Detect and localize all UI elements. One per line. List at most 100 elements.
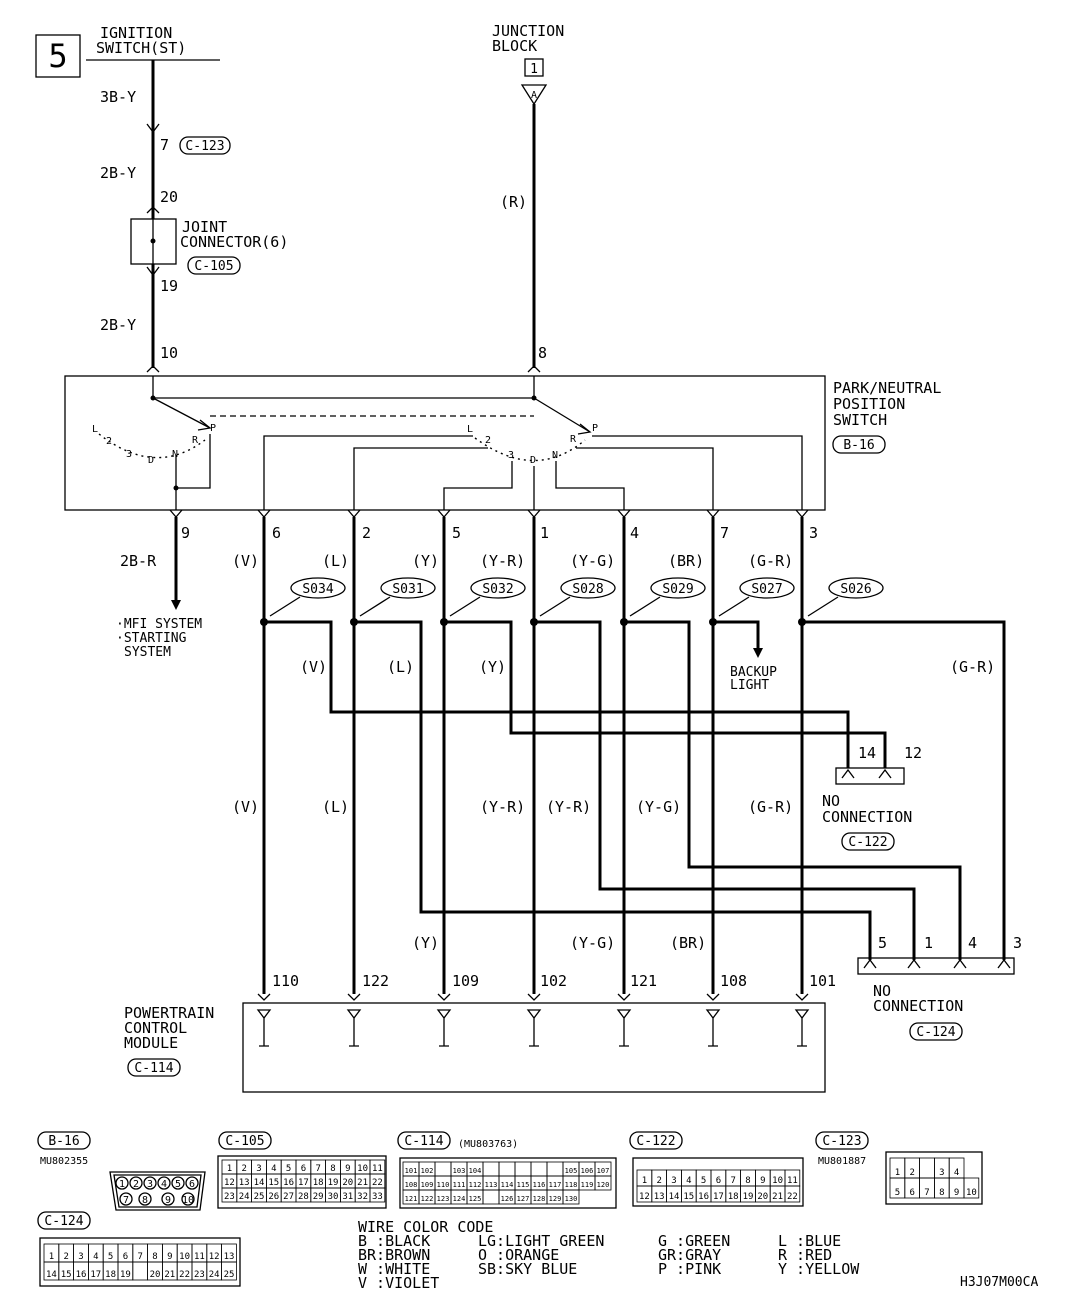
connector-pin-number: 10: [772, 1176, 783, 1186]
connector-pin-number: 18: [105, 1270, 116, 1280]
junction-branch: JUNCTION BLOCK 1 A (R) 8: [492, 22, 564, 373]
connector-pin-number: 29: [313, 1192, 324, 1202]
connector-pin-number: 8: [939, 1188, 944, 1198]
connector-pin-number: 3: [256, 1164, 261, 1174]
connector-pin-number: 5: [108, 1252, 113, 1262]
svg-text:B :BLACK: B :BLACK: [358, 1232, 430, 1250]
connector-pin-number: 13: [654, 1192, 665, 1202]
pin-7: 7: [720, 524, 729, 542]
connector-pin-number: 115: [517, 1181, 530, 1189]
svg-text:(Y): (Y): [479, 658, 506, 676]
connector-pin-number: 11: [787, 1176, 798, 1186]
connector-pin-number: 12: [209, 1252, 220, 1262]
connector-pin-number: 14: [46, 1270, 57, 1280]
connector-pin-number: 11: [372, 1164, 383, 1174]
connector-pin-number: 23: [224, 1192, 235, 1202]
connector-pin-number: 6: [123, 1252, 128, 1262]
svg-text:C-124: C-124: [916, 1025, 955, 1040]
connector-pin-number: 123: [437, 1195, 450, 1203]
connector-pin-number: 33: [372, 1192, 383, 1202]
connector-pin-number: 19: [120, 1270, 131, 1280]
connector-pin-number: 21: [164, 1270, 175, 1280]
svg-text:10: 10: [182, 1195, 194, 1206]
branch-wires: BACKUP LIGHT: [264, 620, 1006, 960]
svg-text:4: 4: [968, 934, 977, 952]
connector-pin-number: 124: [453, 1195, 466, 1203]
connector-pin-number: 12: [639, 1192, 650, 1202]
connector-cavity: [919, 1157, 935, 1179]
svg-text:S032: S032: [482, 582, 513, 597]
svg-text:C-114: C-114: [134, 1061, 173, 1076]
connector-pin-number: 108: [405, 1181, 418, 1189]
joint-pin-in: 20: [160, 188, 178, 206]
svg-text:CONTROL: CONTROL: [124, 1019, 187, 1037]
branch-labels: (V) (L) (Y) (G-R) (V) (L) (Y-R) (Y-R) (Y…: [232, 658, 995, 952]
svg-text:BACKUP: BACKUP: [730, 665, 777, 680]
svg-text:SB:SKY BLUE: SB:SKY BLUE: [478, 1260, 577, 1278]
connector-pin-number: 17: [713, 1192, 724, 1202]
svg-text:C-122: C-122: [636, 1134, 675, 1149]
svg-text:S029: S029: [662, 582, 693, 597]
connector-pin-number: 18: [728, 1192, 739, 1202]
connector-pin-number: 15: [61, 1270, 72, 1280]
connector-pin-number: 18: [313, 1178, 324, 1188]
connector-pin-number: 28: [298, 1192, 309, 1202]
connector-pin-number: 120: [597, 1181, 610, 1189]
connector-cavity: [594, 1175, 612, 1191]
svg-text:4: 4: [161, 1179, 167, 1190]
svg-text:LG:LIGHT GREEN: LG:LIGHT GREEN: [478, 1232, 604, 1250]
splice-s031: S031: [350, 577, 436, 626]
connector-pin-number: 106: [581, 1167, 594, 1175]
svg-text:V :VIOLET: V :VIOLET: [358, 1274, 439, 1292]
junction-title-1: JUNCTION: [492, 22, 564, 40]
svg-text:(V): (V): [300, 658, 327, 676]
connector-pin-number: 17: [90, 1270, 101, 1280]
svg-text:PARK/NEUTRAL: PARK/NEUTRAL: [833, 379, 941, 397]
svg-text:7: 7: [123, 1195, 129, 1206]
svg-text:(G-R): (G-R): [950, 658, 995, 676]
connector-pin-number: 12: [224, 1178, 235, 1188]
svg-text:D: D: [148, 455, 154, 466]
connector-pin-number: 13: [239, 1178, 250, 1188]
switch-pin-8: 8: [538, 344, 547, 362]
svg-text:101: 101: [809, 972, 836, 990]
connector-pin-number: 13: [224, 1252, 235, 1262]
connector-pin-number: 6: [909, 1188, 914, 1198]
svg-text:MU802355: MU802355: [40, 1156, 88, 1167]
connector-pin-number: 121: [405, 1195, 418, 1203]
svg-text:3: 3: [126, 449, 132, 460]
connector-pin-number: 22: [372, 1178, 383, 1188]
svg-text:S028: S028: [572, 582, 603, 597]
svg-text:MODULE: MODULE: [124, 1034, 178, 1052]
wire-2b-y-2: 2B-Y: [100, 316, 136, 334]
diagram-number: 5: [48, 37, 67, 75]
svg-text:2: 2: [485, 435, 491, 446]
svg-text:N: N: [172, 449, 178, 460]
splice-s027: S027: [709, 577, 795, 626]
svg-text:(L): (L): [387, 658, 414, 676]
svg-text:S026: S026: [840, 582, 871, 597]
connector-pin-number: 107: [597, 1167, 610, 1175]
connector-pin-number: 4: [271, 1164, 276, 1174]
svg-text:(V): (V): [232, 798, 259, 816]
connector-pin-number: 14: [669, 1192, 680, 1202]
wire-2b-y-1: 2B-Y: [100, 164, 136, 182]
diagram-number-box: [35, 34, 81, 78]
connector-pin-number: 8: [330, 1164, 335, 1174]
svg-text:122: 122: [362, 972, 389, 990]
connector-cavity: [562, 1189, 580, 1205]
connector-pin-number: 112: [469, 1181, 482, 1189]
connector-pin-number: 19: [328, 1178, 339, 1188]
junction-box: [524, 58, 544, 77]
diagram-code: H3J07M00CA: [960, 1275, 1038, 1290]
connector-cavity: [530, 1161, 548, 1177]
pin-6: 6: [272, 524, 281, 542]
connector-pin-number: 127: [517, 1195, 530, 1203]
c122-no-connection: 14 12 NO CONNECTION C-122: [822, 744, 922, 851]
svg-text:9: 9: [165, 1195, 171, 1206]
connector-pin-number: 14: [254, 1178, 265, 1188]
svg-text:S027: S027: [751, 582, 782, 597]
joint-pin-out: 19: [160, 277, 178, 295]
svg-text:1: 1: [530, 62, 538, 77]
